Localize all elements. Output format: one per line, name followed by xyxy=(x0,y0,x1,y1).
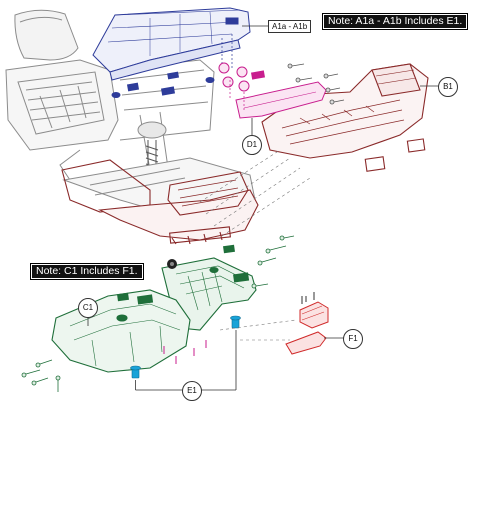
note-c1-includes-f1: Note: C1 Includes F1. xyxy=(30,263,144,280)
bracket-f1 xyxy=(285,292,329,355)
rear-shroud-lower xyxy=(61,159,259,245)
note-a1-includes-e1: Note: A1a - A1b Includes E1. xyxy=(322,13,469,30)
bumper-bar-d1 xyxy=(218,62,345,138)
label-a1a-a1b: A1a - A1b xyxy=(268,20,312,33)
callout-d1: D1 xyxy=(242,135,262,155)
callout-e1: E1 xyxy=(182,381,202,401)
front-hardware xyxy=(21,235,295,392)
callout-f1: F1 xyxy=(343,329,363,349)
f1-guide-line xyxy=(219,319,297,341)
rear-bumper-b1 xyxy=(261,63,438,172)
hardware-e1 xyxy=(130,315,241,379)
seat-pan-a1 xyxy=(92,7,268,98)
callout-b1: B1 xyxy=(438,77,458,97)
assembly-guide-lines-rear xyxy=(199,149,311,237)
callout-c1: C1 xyxy=(78,298,98,318)
mounting-pins xyxy=(163,340,207,364)
front-shroud-c1 xyxy=(51,244,257,373)
knob xyxy=(167,259,177,269)
e1-leaders xyxy=(135,330,237,391)
